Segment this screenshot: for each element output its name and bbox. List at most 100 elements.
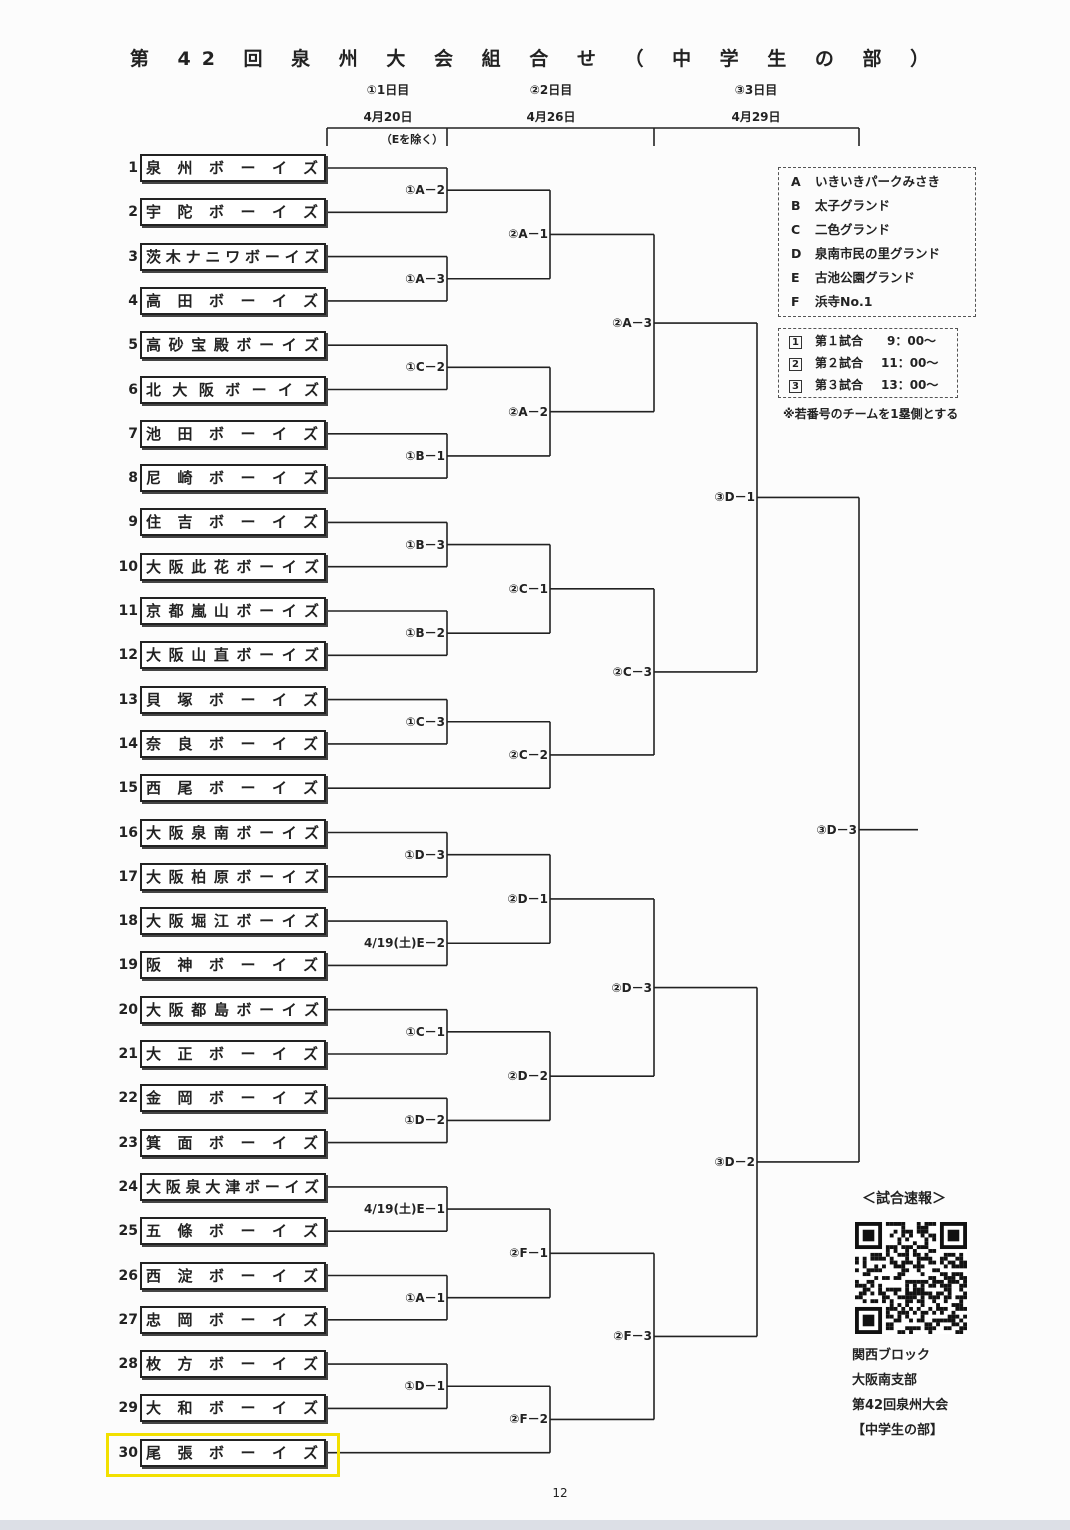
team-seed: 8: [128, 470, 138, 487]
day2-date: 4月26日: [526, 110, 576, 124]
team-seed: 6: [128, 381, 138, 398]
team-seed: 23: [118, 1134, 138, 1151]
team-seed: 16: [118, 824, 138, 841]
team-name[interactable]: 北大阪ボーイズ: [140, 375, 326, 404]
match-label: ①D－3: [404, 847, 445, 862]
match-label: 4/19(土)E－1: [364, 1202, 445, 1217]
team-name[interactable]: 枚方ボーイズ: [140, 1350, 326, 1379]
team-name[interactable]: 泉州ボーイズ: [140, 154, 326, 182]
team-name[interactable]: 京都嵐山ボーイズ: [140, 597, 326, 625]
match-label: ②A－1: [508, 227, 548, 242]
team-name[interactable]: 大阪柏原ボーイズ: [140, 862, 326, 891]
team-name[interactable]: 阪神ボーイズ: [140, 951, 326, 980]
team-seed: 13: [118, 691, 138, 708]
match-label: ②A－3: [612, 316, 652, 331]
team-name[interactable]: 大阪堀江ボーイズ: [140, 907, 326, 936]
team-name[interactable]: 大正ボーイズ: [140, 1040, 326, 1068]
team-seed: 10: [118, 558, 138, 575]
team-name[interactable]: 貝塚ボーイズ: [140, 685, 326, 714]
page-title: 第 42 回 泉 州 大 会 組 合 せ （ 中 学 生 の 部 ）: [129, 48, 941, 70]
match-label: ①B－3: [405, 537, 445, 552]
team-seed: 4: [128, 292, 138, 309]
team-seed: 9: [128, 514, 138, 531]
info-line: 大阪南支部: [852, 1373, 918, 1388]
team-seed: 18: [118, 913, 138, 930]
team-name[interactable]: 大和ボーイズ: [140, 1394, 326, 1423]
qr-code-icon[interactable]: [855, 1222, 967, 1334]
highlight-box: [106, 1433, 340, 1477]
side-note: ※若番号のチームを1塁側とする: [783, 407, 959, 421]
info-line: 【中学生の部】: [852, 1423, 944, 1438]
team-seed: 30: [118, 1444, 138, 1461]
page-number: 12: [552, 1486, 568, 1500]
team-seed: 24: [118, 1178, 138, 1195]
team-name[interactable]: 大阪山直ボーイズ: [140, 641, 326, 670]
team-name[interactable]: 茨木ナニワボーイズ: [140, 242, 326, 271]
team-name[interactable]: 奈良ボーイズ: [140, 729, 326, 758]
match-label: ②D－2: [507, 1069, 548, 1084]
team-seed: 17: [118, 868, 138, 885]
team-name[interactable]: 五條ボーイズ: [140, 1217, 326, 1246]
team-name[interactable]: 宇陀ボーイズ: [140, 198, 326, 227]
quick-report-label: ＜試合速報＞: [862, 1191, 946, 1207]
team-seed: 25: [118, 1223, 138, 1240]
team-name[interactable]: 尼崎ボーイズ: [140, 464, 326, 493]
team-name[interactable]: 箕面ボーイズ: [140, 1128, 326, 1157]
match-label: ①A－2: [405, 183, 445, 198]
match-label: ②D－3: [611, 980, 652, 995]
team-seed: 21: [118, 1046, 138, 1062]
match-label: ①A－3: [405, 271, 445, 286]
team-name[interactable]: 西尾ボーイズ: [140, 774, 326, 803]
match-label: ②F－1: [509, 1246, 548, 1261]
team-seed: 7: [128, 425, 138, 442]
day1-note: （Eを除く）: [380, 133, 444, 146]
team-name[interactable]: 高砂宝殿ボーイズ: [140, 331, 326, 360]
day2-name: ②2日目: [529, 83, 573, 97]
team-seed: 1: [128, 160, 138, 176]
team-seed: 12: [118, 647, 138, 664]
team-seed: 28: [118, 1356, 138, 1373]
team-seed: 19: [118, 957, 138, 974]
team-name[interactable]: 大阪都島ボーイズ: [140, 995, 326, 1024]
team-seed: 11: [118, 603, 138, 619]
match-label: ①C－3: [405, 714, 445, 729]
team-seed: 3: [128, 248, 138, 265]
team-name[interactable]: 大阪此花ボーイズ: [140, 552, 326, 581]
match-label: ①C－2: [405, 360, 445, 375]
team-name[interactable]: 大阪泉南ボーイズ: [140, 818, 326, 847]
info-line: 関西ブロック: [852, 1348, 931, 1363]
bottom-strip: [0, 1520, 1070, 1530]
match-label: ②A－2: [508, 404, 548, 419]
match-label: ①D－2: [404, 1113, 445, 1128]
match-label: 4/19(土)E－2: [364, 936, 445, 951]
match-label: ②C－1: [508, 581, 548, 596]
team-name[interactable]: 金岡ボーイズ: [140, 1084, 326, 1113]
team-name[interactable]: 池田ボーイズ: [140, 419, 326, 448]
team-seed: 29: [118, 1400, 138, 1417]
team-name[interactable]: 高田ボーイズ: [140, 286, 326, 315]
team-seed: 26: [118, 1267, 138, 1284]
team-name[interactable]: 忠岡ボーイズ: [140, 1305, 326, 1334]
match-label: ②D－1: [507, 891, 548, 906]
team-name[interactable]: 西淀ボーイズ: [140, 1261, 326, 1290]
team-name[interactable]: 尾張ボーイズ: [140, 1438, 326, 1467]
team-name[interactable]: 大阪泉大津ボーイズ: [140, 1172, 326, 1201]
team-seed: 22: [118, 1090, 138, 1107]
team-seed: 27: [118, 1311, 138, 1328]
team-seed: 14: [118, 735, 138, 752]
match-label: ②F－3: [613, 1329, 652, 1344]
team-seed: 5: [128, 337, 138, 354]
team-name[interactable]: 住吉ボーイズ: [140, 508, 326, 537]
day1-date: 4月20日: [363, 110, 413, 124]
team-seed: 2: [128, 204, 138, 221]
